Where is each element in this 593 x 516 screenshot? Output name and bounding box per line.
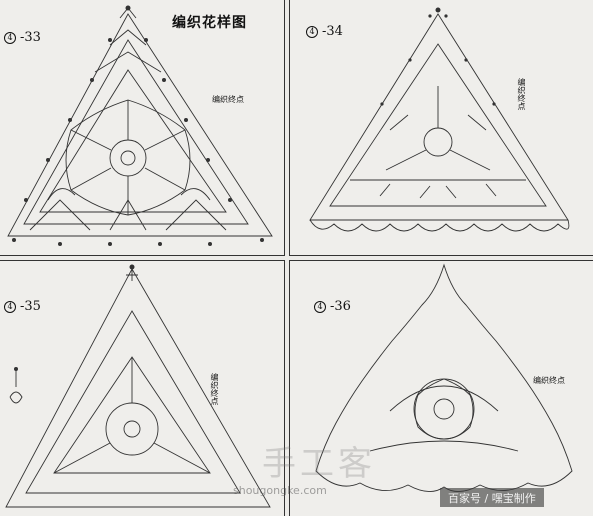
- tassel-symbol: [9, 371, 23, 404]
- pattern-number: -34: [322, 24, 343, 39]
- center-flower: [413, 378, 475, 440]
- end-point-label: 编织终点: [517, 78, 526, 110]
- leaf-motifs: [379, 114, 497, 199]
- petal-ring: [65, 99, 191, 216]
- scallop-border: [309, 219, 570, 232]
- spokes: [385, 86, 491, 171]
- chart-diagram-33: [7, 5, 273, 246]
- net-arcs: [369, 385, 519, 452]
- panel-pattern-36: 4 -36 编织终点: [289, 260, 593, 516]
- panel-pattern-35: 4 -35 编织终点: [0, 260, 285, 516]
- chart-diagram-35: [5, 264, 271, 508]
- outer-edge: [309, 13, 569, 221]
- picots-35: [14, 264, 135, 371]
- pattern-number: -36: [330, 299, 351, 314]
- watermark-site: shougongke.com: [233, 484, 327, 497]
- outer-edge: [7, 13, 273, 237]
- circle-number: 4: [4, 32, 16, 44]
- center-flower: [423, 127, 453, 157]
- center-flower: [109, 139, 147, 177]
- pattern-label-34: 4 -34: [306, 24, 343, 39]
- picots-33: [12, 5, 264, 246]
- pattern-label-35: 4 -35: [4, 299, 41, 314]
- center-ring: [120, 150, 136, 166]
- panel-pattern-33: 4 -33 编织花样图 编织终点: [0, 0, 285, 256]
- page-title: 编织花样图: [172, 15, 247, 31]
- ring-3: [53, 356, 211, 474]
- spokes: [70, 100, 186, 215]
- end-point-label: 编织终点: [533, 376, 565, 385]
- spokes: [53, 357, 211, 474]
- ring-2: [23, 39, 249, 225]
- pattern-label-33: 4 -33: [4, 30, 41, 45]
- ring-3: [39, 69, 227, 213]
- ring-2: [329, 43, 547, 207]
- petal-ring: [414, 378, 474, 440]
- picots-34: [380, 7, 496, 106]
- bottom-arches: [29, 199, 227, 231]
- chart-diagram-36: [315, 263, 573, 492]
- center-ring: [123, 420, 141, 438]
- watermark-credit: 百家号 / 嘿宝制作: [440, 488, 544, 507]
- ring-2: [25, 310, 241, 494]
- pattern-label-36: 4 -36: [314, 299, 351, 314]
- center-flower: [105, 402, 159, 456]
- chart-diagram-34: [309, 7, 570, 232]
- outer-edge: [5, 268, 271, 508]
- pattern-number: -35: [20, 299, 41, 314]
- end-point-label: 编织终点: [212, 95, 244, 104]
- watermark-logo: 手工客: [262, 444, 376, 484]
- end-point-label: 编织终点: [210, 373, 219, 405]
- center-ring: [433, 398, 455, 420]
- top-stem: [126, 269, 138, 281]
- circle-number: 4: [306, 26, 318, 38]
- circle-number: 4: [4, 301, 16, 313]
- pattern-number: -33: [20, 30, 41, 45]
- circle-number: 4: [314, 301, 326, 313]
- panel-pattern-34: 4 -34 编织终点: [289, 0, 593, 256]
- outer-edge: [315, 263, 573, 492]
- corner-loops: [47, 188, 211, 201]
